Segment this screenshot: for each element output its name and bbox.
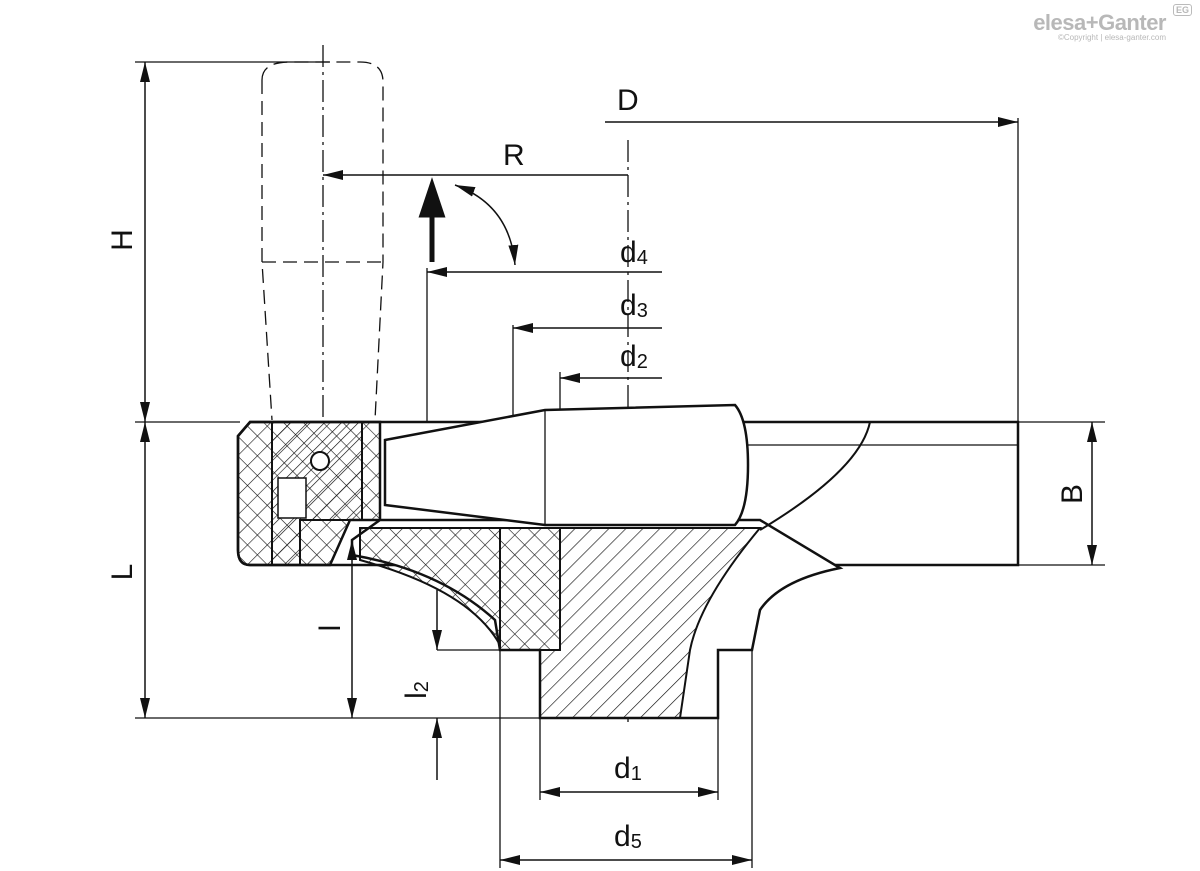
ball-detent [310, 451, 330, 471]
label-d4: d4 [620, 236, 648, 269]
label-d3: d3 [620, 289, 648, 322]
handle-phantom-outline [261, 61, 384, 421]
label-d5: d5 [614, 820, 642, 853]
label-B: B [1056, 484, 1089, 504]
handle-pivot [271, 421, 363, 566]
label-l: l [314, 625, 347, 632]
label-l2: l2 [400, 681, 433, 699]
bushing-section [499, 527, 561, 651]
logo-copyright: ©Copyright | elesa-ganter.com [1057, 33, 1166, 42]
label-L: L [106, 564, 139, 581]
folding-handle [383, 403, 750, 527]
boss-section [539, 527, 763, 719]
hub-section-left [359, 527, 501, 646]
label-D: D [617, 84, 639, 117]
logo-badge: EG [1172, 4, 1192, 16]
dimension-lines [140, 62, 1097, 865]
spoke-edge [759, 421, 871, 531]
label-d2: d2 [620, 340, 648, 373]
label-R: R [503, 139, 525, 172]
logo-brand: elesa+Ganter [1033, 10, 1166, 35]
label-d1: d1 [614, 752, 642, 785]
fold-direction-arrow [418, 177, 446, 262]
set-screw [277, 477, 307, 519]
label-H: H [106, 229, 139, 251]
elesa-ganter-logo: EG elesa+Ganter ©Copyright | elesa-gante… [1033, 4, 1192, 42]
